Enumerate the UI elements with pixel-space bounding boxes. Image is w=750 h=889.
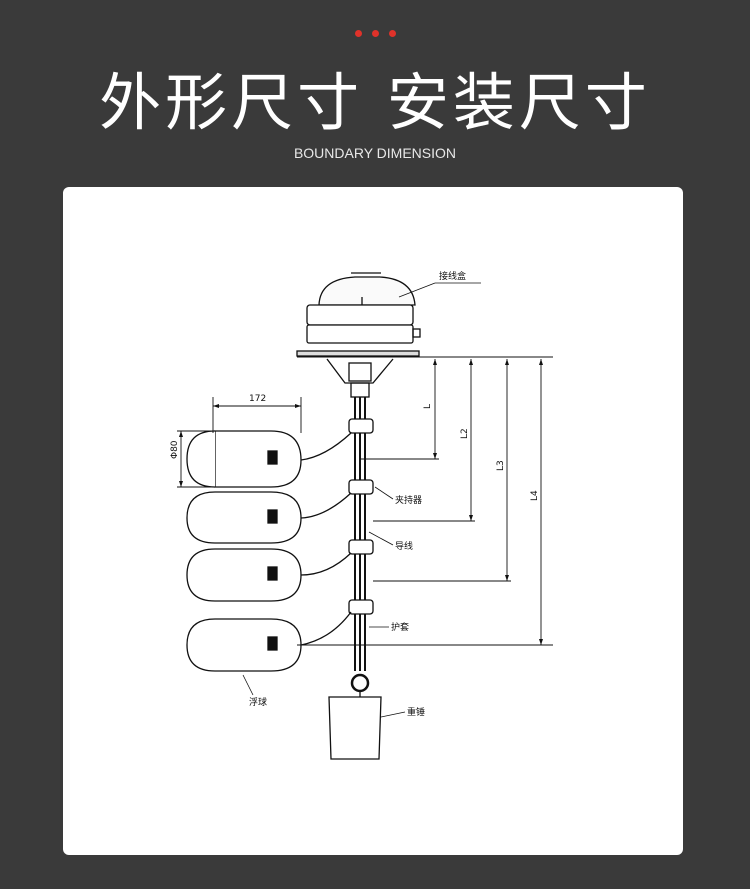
- dim-l2: L2: [460, 428, 470, 439]
- leader-lines: [242, 282, 481, 718]
- page-subtitle: BOUNDARY DIMENSION: [293, 145, 457, 161]
- dim-l3: L3: [496, 460, 506, 471]
- decor-dots: [0, 22, 750, 41]
- label-weight: 重锤: [407, 706, 425, 718]
- red-dot-icon: [388, 30, 396, 37]
- mounting-bracket: [326, 358, 394, 398]
- dimension-lines: [177, 356, 553, 646]
- cable-rod: [354, 397, 366, 671]
- label-cable: 导线: [395, 540, 413, 552]
- dim-width: 172: [249, 394, 266, 404]
- label-float: 浮球: [249, 696, 267, 708]
- page-title: 外形尺寸 安装尺寸: [99, 66, 651, 139]
- arrowheads: [179, 359, 543, 645]
- counterweight: [328, 673, 382, 760]
- dim-height: Φ80: [170, 440, 180, 459]
- dim-l4: L4: [530, 490, 540, 501]
- junction-box: [296, 272, 421, 357]
- label-junction-box: 接线盒: [439, 270, 466, 282]
- float-switch-diagram: 172 Φ80 L L2 L3 L4 接线盒 夹持器 导线 护套 浮球 重锤: [170, 270, 553, 760]
- red-dot-icon: [354, 30, 362, 37]
- float-balls: [186, 430, 352, 672]
- clamps: [348, 418, 374, 615]
- dim-l1: L: [423, 404, 433, 409]
- label-sheath: 护套: [391, 621, 409, 633]
- diagram-card: 172 Φ80 L L2 L3 L4 接线盒 夹持器 导线 护套 浮球 重锤: [63, 187, 683, 855]
- red-dot-icon: [371, 30, 379, 37]
- label-clamp: 夹持器: [395, 494, 422, 506]
